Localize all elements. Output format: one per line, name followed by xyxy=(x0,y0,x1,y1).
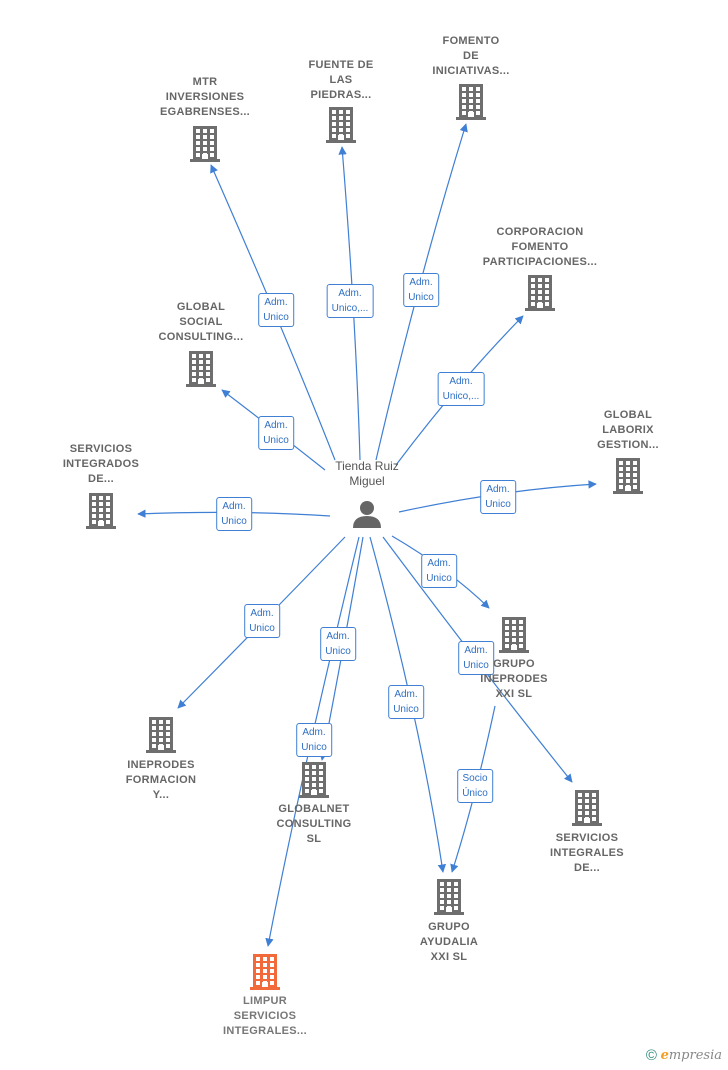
building-icon xyxy=(613,458,643,494)
edge-role-label[interactable]: Adm.Unico xyxy=(480,480,516,514)
edge-role-label[interactable]: Adm.Unico xyxy=(458,641,494,675)
edge-role-label[interactable]: Adm.Unico xyxy=(320,627,356,661)
building-icon xyxy=(456,84,486,120)
edge-role-label[interactable]: Adm.Unico xyxy=(216,497,252,531)
edge-role-label[interactable]: Adm.Unico xyxy=(388,685,424,719)
building-icon xyxy=(190,126,220,162)
edge-role-label[interactable]: Adm.Unico xyxy=(258,293,294,327)
edge-role-label[interactable]: Adm.Unico,... xyxy=(437,372,485,406)
building-icon xyxy=(326,107,356,143)
brand-name: mpresia xyxy=(668,1048,722,1063)
copyright-icon: © xyxy=(645,1047,657,1064)
building-icon xyxy=(434,879,464,915)
edge-role-label[interactable]: Adm.Unico xyxy=(296,723,332,757)
building-icon xyxy=(299,762,329,798)
building-icon xyxy=(86,493,116,529)
building-icon xyxy=(525,275,555,311)
building-icon xyxy=(572,790,602,826)
building-icon xyxy=(186,351,216,387)
center-person-node[interactable]: Tienda Ruiz Miguel xyxy=(302,459,432,489)
brand-initial: e xyxy=(660,1048,669,1063)
building-icon xyxy=(499,617,529,653)
edge-role-label[interactable]: Adm.Unico xyxy=(244,604,280,638)
building-icon xyxy=(250,954,280,990)
building-icon xyxy=(146,717,176,753)
person-icon xyxy=(353,501,381,528)
edge-role-label[interactable]: Adm.Unico xyxy=(258,416,294,450)
center-person-label: Tienda Ruiz Miguel xyxy=(335,459,399,488)
edge-role-label[interactable]: Adm.Unico,... xyxy=(326,284,374,318)
edge-role-label[interactable]: Adm.Unico xyxy=(403,273,439,307)
edge-center-to-limpur xyxy=(265,536,360,947)
edge-role-label[interactable]: Adm.Unico xyxy=(421,554,457,588)
copyright-footer: © empresia xyxy=(646,1047,722,1064)
